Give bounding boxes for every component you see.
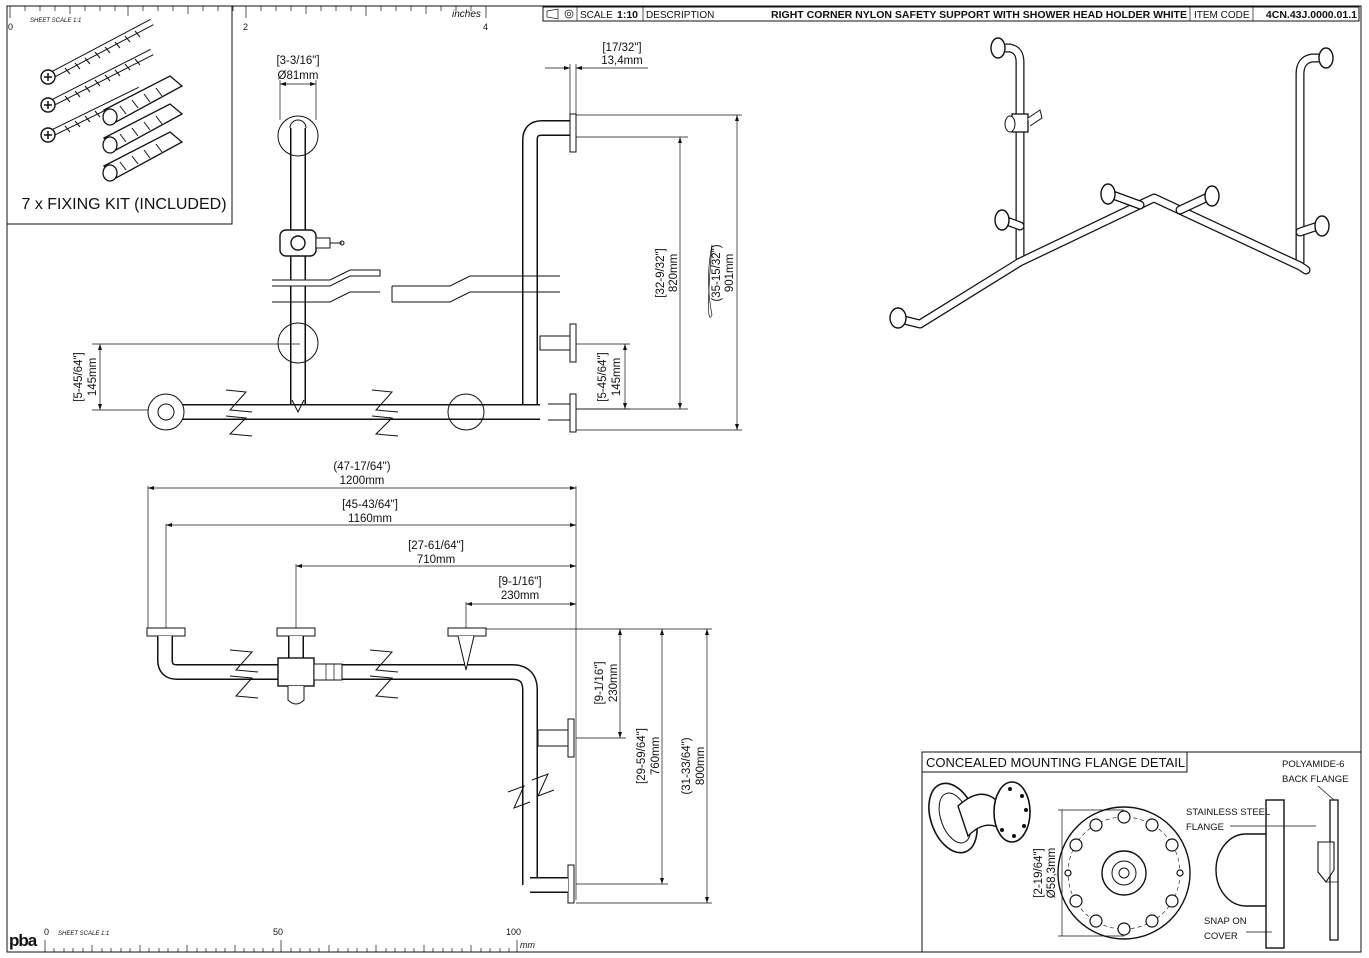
flange-section-view xyxy=(1215,799,1339,949)
top-ruler-tick-4: 4 xyxy=(483,22,488,32)
top-view-drawing: (47-17/64") 1200mm [45-43/64"] 1160mm [2… xyxy=(146,461,712,904)
dim-820-mm: 820mm xyxy=(668,254,680,292)
dim-710-mm: 710mm xyxy=(417,554,455,566)
flange-detail-panel: CONCEALED MOUNTING FLANGE DETAIL xyxy=(921,751,1362,953)
dim-1160-mm: 1160mm xyxy=(348,513,392,525)
front-view-drawing: [3-3/16"] Ø81mm [17/32"] 13,4mm [32-9/32… xyxy=(73,42,742,437)
steel-label-1: STAINLESS STEEL xyxy=(1186,807,1270,818)
top-ruler-label: SHEET SCALE 1:1 xyxy=(30,18,81,24)
dim-1200-in: (47-17/64") xyxy=(333,461,390,473)
dim-710-in: [27-61/64"] xyxy=(408,540,464,552)
dim-760-in: [29-59/64"] xyxy=(636,728,648,784)
fixing-kit-panel: 7 x FIXING KIT (INCLUDED) xyxy=(6,5,233,225)
sheet-border xyxy=(6,5,1362,953)
dim-820-in: [32-9/32"] xyxy=(655,248,667,297)
dim-left-145-mm: 145mm xyxy=(87,358,99,396)
top-ruler-tick-0: 0 xyxy=(8,22,13,32)
item-code: 4CN.43J.0000.01.1 xyxy=(1266,9,1357,21)
cover-label-1: SNAP ON xyxy=(1204,916,1247,927)
item-code-label: ITEM CODE xyxy=(1194,10,1250,21)
flange-dia-in: [2-19/64"] xyxy=(1033,848,1045,897)
dim-right-145-mm: 145mm xyxy=(611,358,623,396)
dim-flange-dia-mm: Ø81mm xyxy=(278,70,319,82)
dim-offset-in: [17/32"] xyxy=(602,42,641,54)
dim-left-145-in: [5-45/64"] xyxy=(73,352,85,401)
wall-plug-icon xyxy=(102,75,184,182)
bottom-ruler-tick-100: 100 xyxy=(506,927,521,937)
screw-icon xyxy=(40,18,154,143)
bottom-ruler-tick-0: 0 xyxy=(44,927,49,937)
dim-offset-mm: 13,4mm xyxy=(601,55,643,67)
bottom-ruler-label: SHEET SCALE 1:1 xyxy=(58,931,109,937)
dim-230-w-in: [9-1/16"] xyxy=(498,576,541,588)
break-lines xyxy=(225,269,560,437)
steel-label-2: FLANGE xyxy=(1186,822,1224,833)
scale-label: SCALE xyxy=(580,10,613,21)
shower-head-holder xyxy=(279,229,345,257)
description-text: RIGHT CORNER NYLON SAFETY SUPPORT WITH S… xyxy=(771,9,1187,21)
flange-detail-title: CONCEALED MOUNTING FLANGE DETAIL xyxy=(926,755,1185,770)
poly-label-1: POLYAMIDE-6 xyxy=(1282,759,1344,770)
flange-front-view xyxy=(1057,806,1191,940)
description-label: DESCRIPTION xyxy=(646,10,714,21)
projection-symbol-icon xyxy=(546,8,574,20)
dim-230-w-mm: 230mm xyxy=(501,590,539,602)
bottom-ruler-logo: pba xyxy=(9,931,38,950)
dim-flange-dia-in: [3-3/16"] xyxy=(276,55,319,67)
title-block: SCALE 1:10 DESCRIPTION RIGHT CORNER NYLO… xyxy=(542,6,1360,22)
dim-901-mm: 901mm xyxy=(724,254,736,292)
dim-1200-mm: 1200mm xyxy=(340,475,385,487)
bottom-ruler: pba SHEET SCALE 1:1 0 50 100 mm xyxy=(9,927,535,953)
dim-760-mm: 760mm xyxy=(650,737,662,775)
poly-label-2: BACK FLANGE xyxy=(1282,774,1349,785)
dim-800-in: (31-33/64") xyxy=(681,737,693,794)
top-ruler: SHEET SCALE 1:1 inches 0 2 4 xyxy=(7,5,540,32)
dim-800-mm: 800mm xyxy=(695,747,707,785)
isometric-view xyxy=(889,37,1334,329)
cover-label-2: COVER xyxy=(1204,931,1238,942)
flange-3d-icon xyxy=(928,781,1031,854)
top-view-shower-holder xyxy=(277,657,343,705)
dim-230-d-in: [9-1/16"] xyxy=(594,661,606,704)
scale-value: 1:10 xyxy=(617,9,638,21)
bottom-ruler-tick-50: 50 xyxy=(273,927,283,937)
bottom-ruler-unit: mm xyxy=(520,940,535,950)
dim-right-145-in: [5-45/64"] xyxy=(597,352,609,401)
dim-1160-in: [45-43/64"] xyxy=(342,499,398,511)
dim-901-in: (35-15/32") xyxy=(711,244,723,301)
dim-230-d-mm: 230mm xyxy=(608,664,620,702)
fixing-kit-caption: 7 x FIXING KIT (INCLUDED) xyxy=(21,196,226,213)
top-ruler-tick-2: 2 xyxy=(243,22,248,32)
flange-dia-mm: Ø58,3mm xyxy=(1046,848,1058,899)
top-ruler-unit: inches xyxy=(452,9,481,20)
